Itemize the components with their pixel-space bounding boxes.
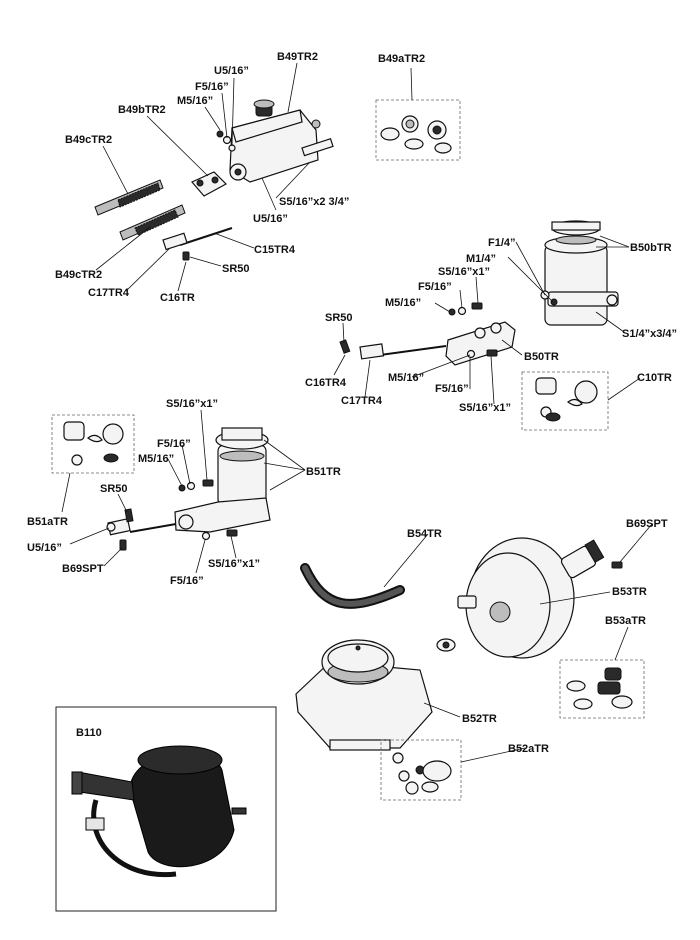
label-s5-16x1-b: S5/16”x1” xyxy=(459,402,511,414)
label-b49btr2: B49bTR2 xyxy=(118,104,166,116)
b51atr-kit xyxy=(51,414,135,474)
label-f5-16-e: F5/16” xyxy=(170,575,204,587)
label-b50btr: B50bTR xyxy=(630,242,672,254)
label-m5-16-b: M5/16” xyxy=(385,297,421,309)
b49ctr2-piston-top xyxy=(94,179,164,216)
label-b49ctr2-bottom: B49cTR2 xyxy=(55,269,102,281)
label-s5-16x2-3-4: S5/16”x2 3/4” xyxy=(279,196,349,208)
label-f5-16-b: F5/16” xyxy=(418,281,452,293)
label-b53atr: B53aTR xyxy=(605,615,646,627)
part-labels: U5/16” F5/16” M5/16” B49TR2 B49bTR2 B49a… xyxy=(27,51,677,755)
label-b49atr2: B49aTR2 xyxy=(378,53,425,65)
label-f5-16-d: F5/16” xyxy=(157,438,191,450)
label-b52tr: B52TR xyxy=(462,713,497,725)
label-s1-4x3-4: S1/4”x3/4” xyxy=(622,328,677,340)
label-s5-16x1-a: S5/16”x1” xyxy=(438,266,490,278)
b49btr2-gasket xyxy=(191,171,227,197)
b49tr2-master-cylinder xyxy=(229,99,334,183)
label-m5-16-d: M5/16” xyxy=(138,453,174,465)
label-m5-16-top: M5/16” xyxy=(177,95,213,107)
label-b51atr: B51aTR xyxy=(27,516,68,528)
b49ctr2-piston-bottom xyxy=(119,204,186,241)
label-u5-16-mid: U5/16” xyxy=(253,213,288,225)
b50tr-master-cylinder xyxy=(339,321,516,366)
label-f1-4: F1/4” xyxy=(488,237,516,249)
label-c16tr4: C16TR4 xyxy=(305,377,347,389)
label-u5-16-top: U5/16” xyxy=(214,65,249,77)
label-c17tr4-top: C17TR4 xyxy=(88,287,130,299)
label-b52atr: B52aTR xyxy=(508,743,549,755)
label-c10tr: C10TR xyxy=(637,372,672,384)
label-sr50-top: SR50 xyxy=(222,263,250,275)
label-b49tr2: B49TR2 xyxy=(277,51,318,63)
label-f5-16-top: F5/16” xyxy=(195,81,229,93)
b53tr-brake-servo xyxy=(436,537,623,659)
b50btr-reservoir xyxy=(544,220,619,326)
b50tr-hardware xyxy=(448,290,558,359)
label-s5-16x1-c: S5/16”x1” xyxy=(166,398,218,410)
label-b49ctr2-top: B49cTR2 xyxy=(65,134,112,146)
top-small-hardware xyxy=(182,130,236,261)
label-b51tr: B51TR xyxy=(306,466,341,478)
label-c16tr: C16TR xyxy=(160,292,195,304)
label-b54tr: B54TR xyxy=(407,528,442,540)
label-c17tr4-mid: C17TR4 xyxy=(341,395,383,407)
label-sr50-mid: SR50 xyxy=(325,312,353,324)
leader-lines xyxy=(61,62,653,763)
label-m1-4: M1/4” xyxy=(466,253,496,265)
label-s5-16x1-d: S5/16”x1” xyxy=(208,558,260,570)
c10tr-kit xyxy=(521,371,609,431)
label-c15tr4: C15TR4 xyxy=(254,244,296,256)
label-u5-16-low: U5/16” xyxy=(27,542,62,554)
label-m5-16-c: M5/16” xyxy=(388,372,424,384)
label-b50tr: B50TR xyxy=(524,351,559,363)
b54tr-vacuum-hose xyxy=(300,563,405,609)
label-b69spt-left: B69SPT xyxy=(62,563,104,575)
b51tr-hardware xyxy=(106,479,238,551)
label-f5-16-c: F5/16” xyxy=(435,383,469,395)
b53atr-kit xyxy=(559,659,645,719)
b52atr-kit xyxy=(380,739,462,801)
label-sr50-low: SR50 xyxy=(100,483,128,495)
label-b53tr: B53TR xyxy=(612,586,647,598)
b52tr-reservoir xyxy=(295,639,433,751)
b49atr2-kit xyxy=(375,99,461,161)
label-b69spt-right: B69SPT xyxy=(626,518,668,530)
c15tr4-pushrod xyxy=(162,227,233,251)
label-b110: B110 xyxy=(76,727,102,739)
b110-photo-frame xyxy=(55,706,277,912)
